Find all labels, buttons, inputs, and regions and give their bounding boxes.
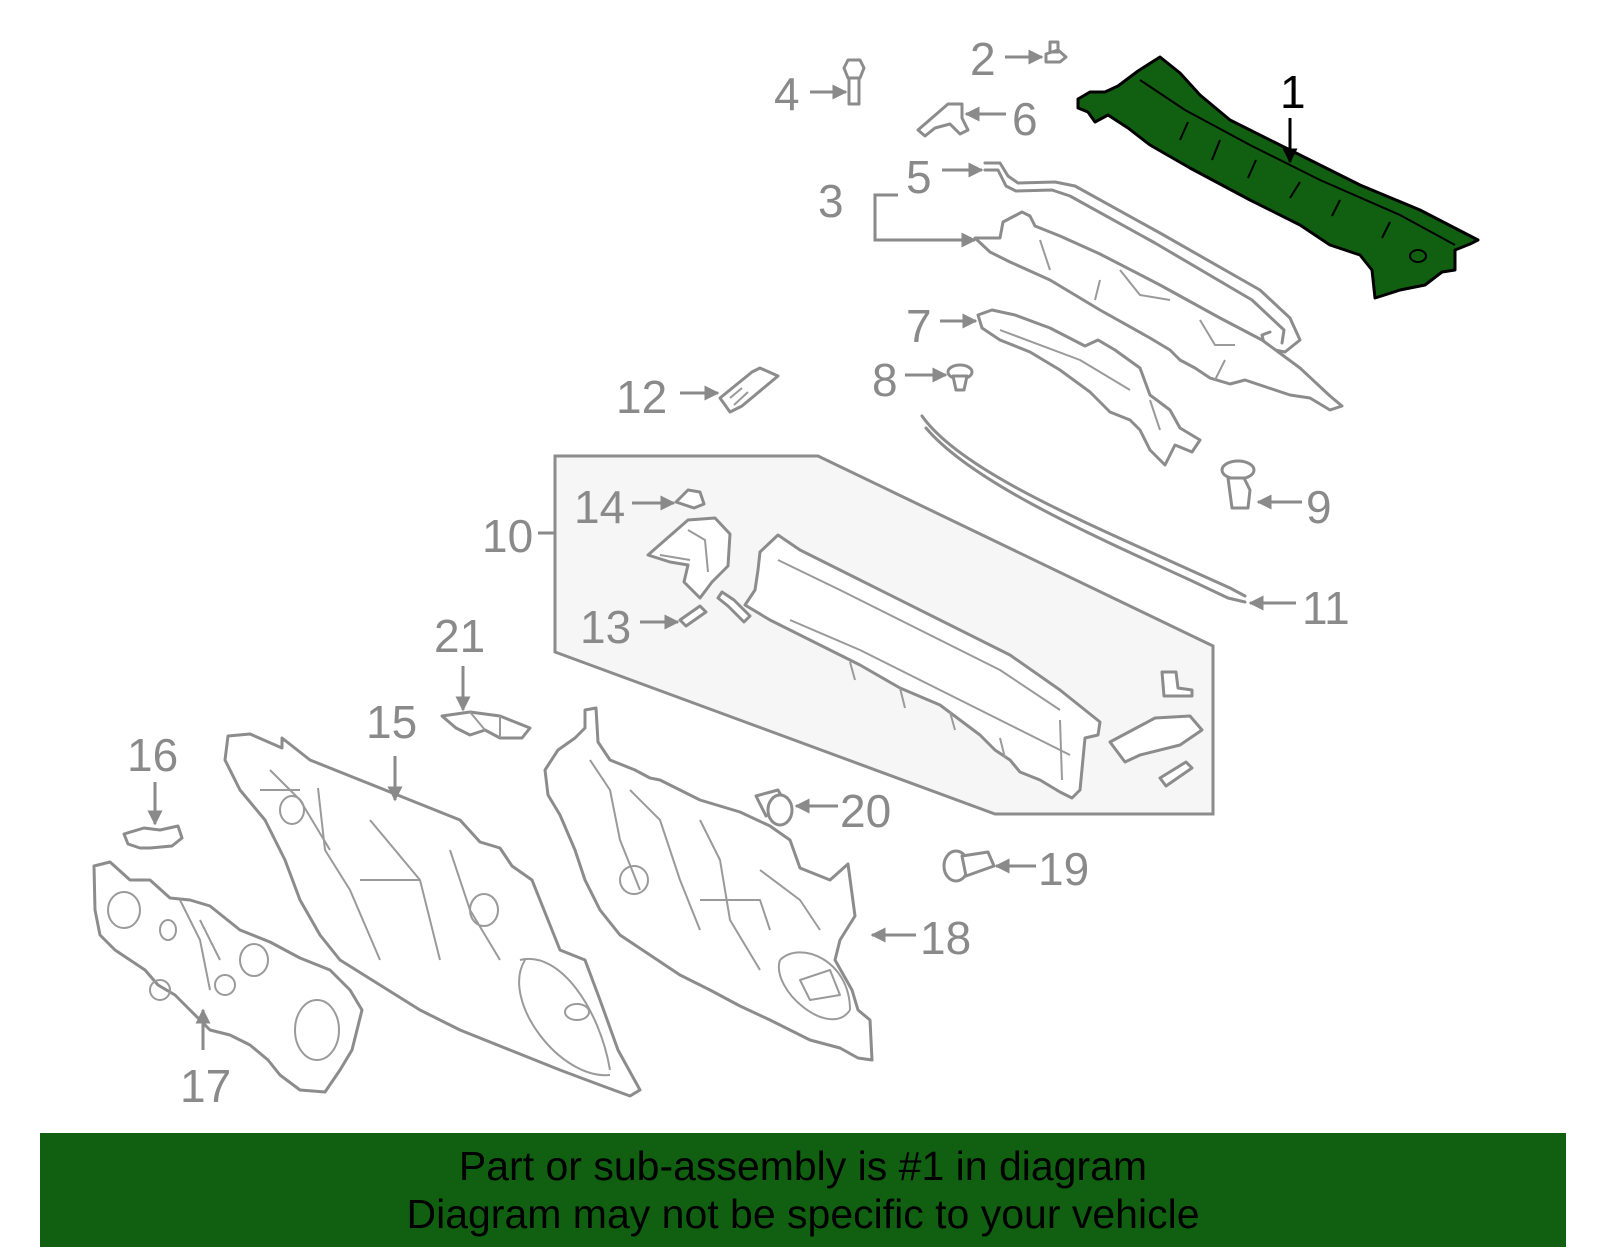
bracket-3 xyxy=(873,193,977,248)
callout-13: 13 xyxy=(580,601,631,653)
part-10-side-bracket[interactable] xyxy=(646,516,732,600)
part-4-bolt[interactable] xyxy=(842,58,866,106)
part-8-fastener[interactable] xyxy=(946,363,974,392)
callout-19: 19 xyxy=(1038,843,1089,895)
part-18-dash-panel[interactable] xyxy=(543,706,874,1062)
callout-11: 11 xyxy=(1302,582,1350,634)
callout-14: 14 xyxy=(574,481,625,533)
part-7-support[interactable] xyxy=(976,308,1202,467)
callout-6: 6 xyxy=(1012,93,1038,145)
callout-8: 8 xyxy=(872,354,898,406)
callout-20: 20 xyxy=(840,785,891,837)
part-2-clip[interactable] xyxy=(1044,40,1068,64)
part-10-end-bracket[interactable] xyxy=(1108,670,1204,788)
part-17-outer-insulator[interactable] xyxy=(92,860,364,1094)
callout-12: 12 xyxy=(616,371,667,423)
banner-line-2: Diagram may not be specific to your vehi… xyxy=(406,1191,1200,1237)
part-19-plug[interactable] xyxy=(942,849,996,883)
part-13-pin[interactable] xyxy=(678,590,752,628)
callout-17: 17 xyxy=(180,1060,231,1112)
part-3-cowl-grille[interactable] xyxy=(973,210,1344,412)
callout-7: 7 xyxy=(906,300,932,352)
part-1-shape xyxy=(1076,55,1480,300)
part-12-bracket[interactable] xyxy=(718,366,780,414)
banner-line-1: Part or sub-assembly is #1 in diagram xyxy=(458,1143,1148,1189)
part-9-grommet[interactable] xyxy=(1220,459,1256,510)
callout-9: 9 xyxy=(1306,481,1332,533)
part-11-weatherstrip[interactable] xyxy=(920,414,1247,604)
callout-2: 2 xyxy=(970,33,996,85)
callout-5: 5 xyxy=(906,151,932,203)
callout-10: 10 xyxy=(482,510,533,562)
part-14-clip[interactable] xyxy=(674,488,706,510)
callout-1: 1 xyxy=(1280,66,1306,118)
callout-18: 18 xyxy=(920,912,971,964)
callout-21: 21 xyxy=(434,610,485,662)
part-20-plug[interactable] xyxy=(754,788,794,827)
part-1-cowl-panel[interactable] xyxy=(1076,55,1480,300)
notice-banner: Part or sub-assembly is #1 in diagram Di… xyxy=(40,1133,1566,1247)
callout-3: 3 xyxy=(818,175,844,227)
part-10-cowl-panel[interactable] xyxy=(743,533,1102,800)
part-15-dash-insulator[interactable] xyxy=(223,732,642,1098)
part-6-bracket[interactable] xyxy=(916,102,970,138)
part-21-bracket[interactable] xyxy=(440,710,532,740)
part-16-clip[interactable] xyxy=(122,824,184,850)
callout-15: 15 xyxy=(366,696,417,748)
callout-16: 16 xyxy=(127,729,178,781)
callout-4: 4 xyxy=(774,68,800,120)
